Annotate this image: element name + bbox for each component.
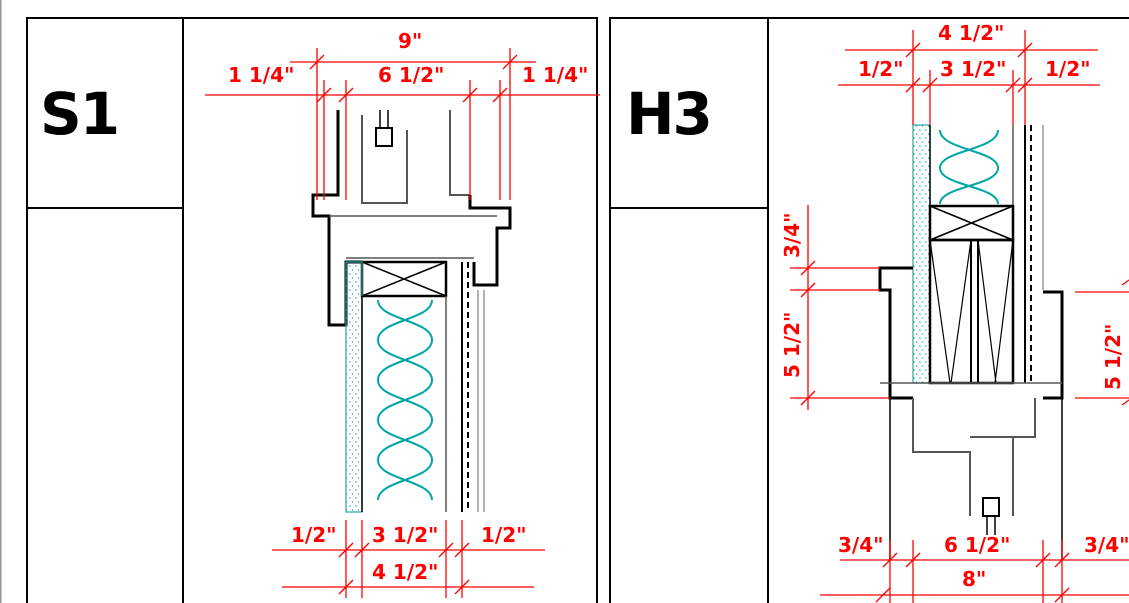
- s1-dim-bottom-right: 1/2": [481, 523, 527, 547]
- h3-dim-top-left: 1/2": [858, 57, 904, 81]
- h3-insulation: [938, 129, 1000, 205]
- s1-dim-top-center: 6 1/2": [378, 63, 444, 87]
- s1-dim-top-left: 1 1/4": [228, 63, 294, 87]
- h3-dim-side-right: 5 1/2": [1101, 324, 1125, 390]
- h3-dim-top-right: 1/2": [1045, 57, 1091, 81]
- h3-dim-bottom-left: 3/4": [838, 533, 884, 557]
- h3-dim-bottom-center: 6 1/2": [944, 533, 1010, 557]
- h3-wall-section: [878, 124, 1064, 560]
- s1-dimension-lines: [205, 48, 600, 598]
- panel-title-h3: H3: [626, 80, 713, 148]
- h3-dim-top-overall: 4 1/2": [938, 21, 1004, 45]
- s1-dim-top-right: 1 1/4": [522, 63, 588, 87]
- h3-dimension-lines: [790, 30, 1129, 603]
- h3-dim-bottom-overall: 8": [962, 567, 986, 591]
- h3-dim-top-center: 3 1/2": [940, 57, 1006, 81]
- right-panel-frame: [609, 17, 1129, 603]
- s1-insulation: [376, 299, 434, 501]
- s1-dim-bottom-overall: 4 1/2": [372, 560, 438, 584]
- left-panel-frame: [0, 0, 598, 603]
- h3-dim-side-lower: 5 1/2": [780, 312, 804, 378]
- s1-dim-top-overall: 9": [398, 29, 422, 53]
- s1-dim-bottom-left: 1/2": [291, 523, 337, 547]
- panel-title-s1: S1: [40, 80, 120, 148]
- s1-dim-bottom-center: 3 1/2": [372, 523, 438, 547]
- h3-dim-side-upper: 3/4": [780, 212, 804, 258]
- h3-dim-bottom-right: 3/4": [1084, 533, 1129, 557]
- s1-wall-section: [311, 110, 512, 513]
